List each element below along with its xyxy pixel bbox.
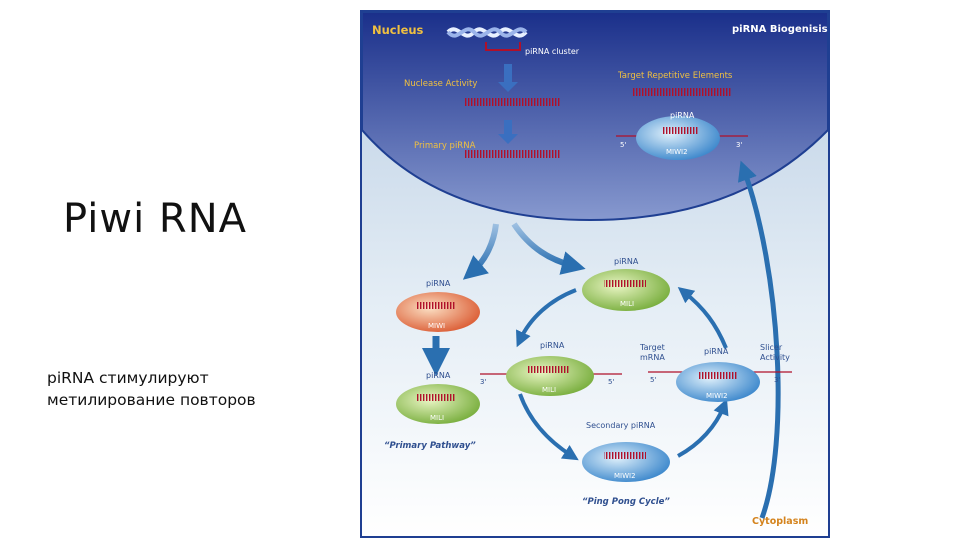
primary-pirna-label: Primary piRNA bbox=[414, 141, 476, 151]
cytoplasm-label: Cytoplasm bbox=[752, 516, 808, 527]
miwi2-right-complex: piRNA MIWI2 5' 3' bbox=[648, 347, 792, 402]
miwi-pirna-label: piRNA bbox=[426, 279, 451, 288]
mili-center-pirna-label: piRNA bbox=[540, 341, 565, 350]
nucleus-region bbox=[361, 11, 829, 222]
diagram-title: piRNA Biogenisis bbox=[732, 24, 828, 35]
mili-primary-pirna-label: piRNA bbox=[426, 371, 451, 380]
miwi2-right-protein-label: MIWI2 bbox=[706, 392, 728, 400]
nuclear-3prime: 3' bbox=[736, 141, 742, 149]
target-repetitive-label: Target Repetitive Elements bbox=[617, 71, 733, 81]
arrow-nucleus-to-mili-top bbox=[511, 222, 586, 275]
mili-primary-complex: piRNA MILI bbox=[396, 371, 480, 424]
rna-strand-primary bbox=[464, 150, 560, 158]
mili-center-protein-label: MILI bbox=[542, 386, 556, 394]
miwi2-secondary-complex: Secondary piRNA MIWI2 bbox=[582, 421, 670, 482]
pirna-cluster-label: piRNA cluster bbox=[525, 47, 580, 56]
miwi2-secondary-protein-label: MIWI2 bbox=[614, 472, 636, 480]
mili-center-complex: piRNA MILI 3' 5' bbox=[480, 341, 622, 396]
nuclear-5prime: 5' bbox=[620, 141, 626, 149]
mili-top-complex: piRNA MILI bbox=[582, 257, 670, 311]
cycle-arrow-bottom-right bbox=[677, 398, 729, 458]
nuclease-activity-label: Nuclease Activity bbox=[404, 79, 477, 89]
pirna-biogenesis-diagram: Nucleus piRNA Biogenisis piRNA cluster N… bbox=[360, 10, 830, 538]
down-arrow-1 bbox=[498, 64, 518, 92]
mili-top-pirna-label: piRNA bbox=[614, 257, 639, 266]
nucleus-label: Nucleus bbox=[372, 23, 424, 37]
miwi2-right-pirna-label: piRNA bbox=[704, 347, 729, 356]
slide-body-text: piRNA стимулируют метилирование повторов bbox=[47, 367, 347, 411]
slide-title: Piwi RNA bbox=[63, 196, 247, 242]
slide-body-line-1: piRNA стимулируют bbox=[47, 369, 209, 387]
ping-pong-cycle-label: “Ping Pong Cycle” bbox=[582, 497, 670, 507]
mili-primary-protein-label: MILI bbox=[430, 414, 444, 422]
miwi2-right-3prime: 3' bbox=[774, 376, 780, 384]
down-arrow-2 bbox=[498, 120, 518, 144]
mili-top-protein-label: MILI bbox=[620, 300, 634, 308]
slicer-activity-label-line1: Slicer bbox=[760, 343, 783, 352]
slicer-activity-label-line2: Activity bbox=[760, 353, 790, 362]
arrow-cytoplasm-to-nucleus bbox=[737, 160, 781, 519]
pirna-cluster-marker bbox=[485, 42, 521, 51]
miwi2-right-5prime: 5' bbox=[650, 376, 656, 384]
target-mrna-label-line1: Target bbox=[639, 343, 665, 352]
miwi-complex: piRNA MIWI bbox=[396, 279, 480, 332]
rna-strand-target-repetitive bbox=[632, 88, 732, 96]
nuclear-pirna-label: piRNA bbox=[670, 111, 695, 120]
mili-center-3prime: 3' bbox=[480, 378, 486, 386]
cycle-arrow-bottom-left bbox=[518, 393, 579, 461]
arrow-nucleus-to-miwi bbox=[462, 223, 499, 280]
cycle-arrow-top-left bbox=[516, 288, 577, 348]
mili-center-5prime: 5' bbox=[608, 378, 614, 386]
primary-pathway-label: “Primary Pathway” bbox=[384, 441, 476, 451]
dna-cluster-icon bbox=[446, 27, 528, 38]
rna-strand-nuclease bbox=[464, 98, 560, 106]
slide-body-line-2: метилирование повторов bbox=[47, 391, 256, 409]
secondary-pirna-label: Secondary piRNA bbox=[586, 421, 656, 430]
cycle-arrow-top-right bbox=[677, 287, 728, 349]
miwi-protein-label: MIWI bbox=[428, 322, 445, 330]
nuclear-miwi2-complex: piRNA MIWI2 5' 3' bbox=[616, 111, 748, 160]
nuclear-miwi2-label: MIWI2 bbox=[666, 148, 688, 156]
target-mrna-label-line2: mRNA bbox=[640, 353, 665, 362]
